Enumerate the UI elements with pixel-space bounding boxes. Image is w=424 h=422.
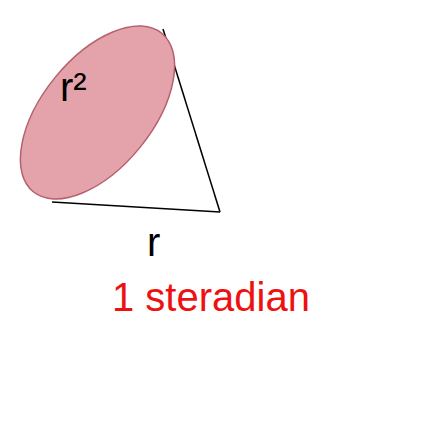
sphere: 1 steradian r²	[12, 14, 420, 420]
area-label: r²	[60, 67, 87, 107]
spherical-cap-outline	[20, 25, 175, 200]
solid-angle-label: 1 steradian	[112, 277, 310, 317]
spherical-cap: r²	[20, 25, 175, 200]
cap-ellipse	[0, 0, 204, 226]
sphere-circle	[14, 15, 418, 419]
radius-line	[52, 202, 220, 212]
radius-label: r	[147, 222, 160, 262]
